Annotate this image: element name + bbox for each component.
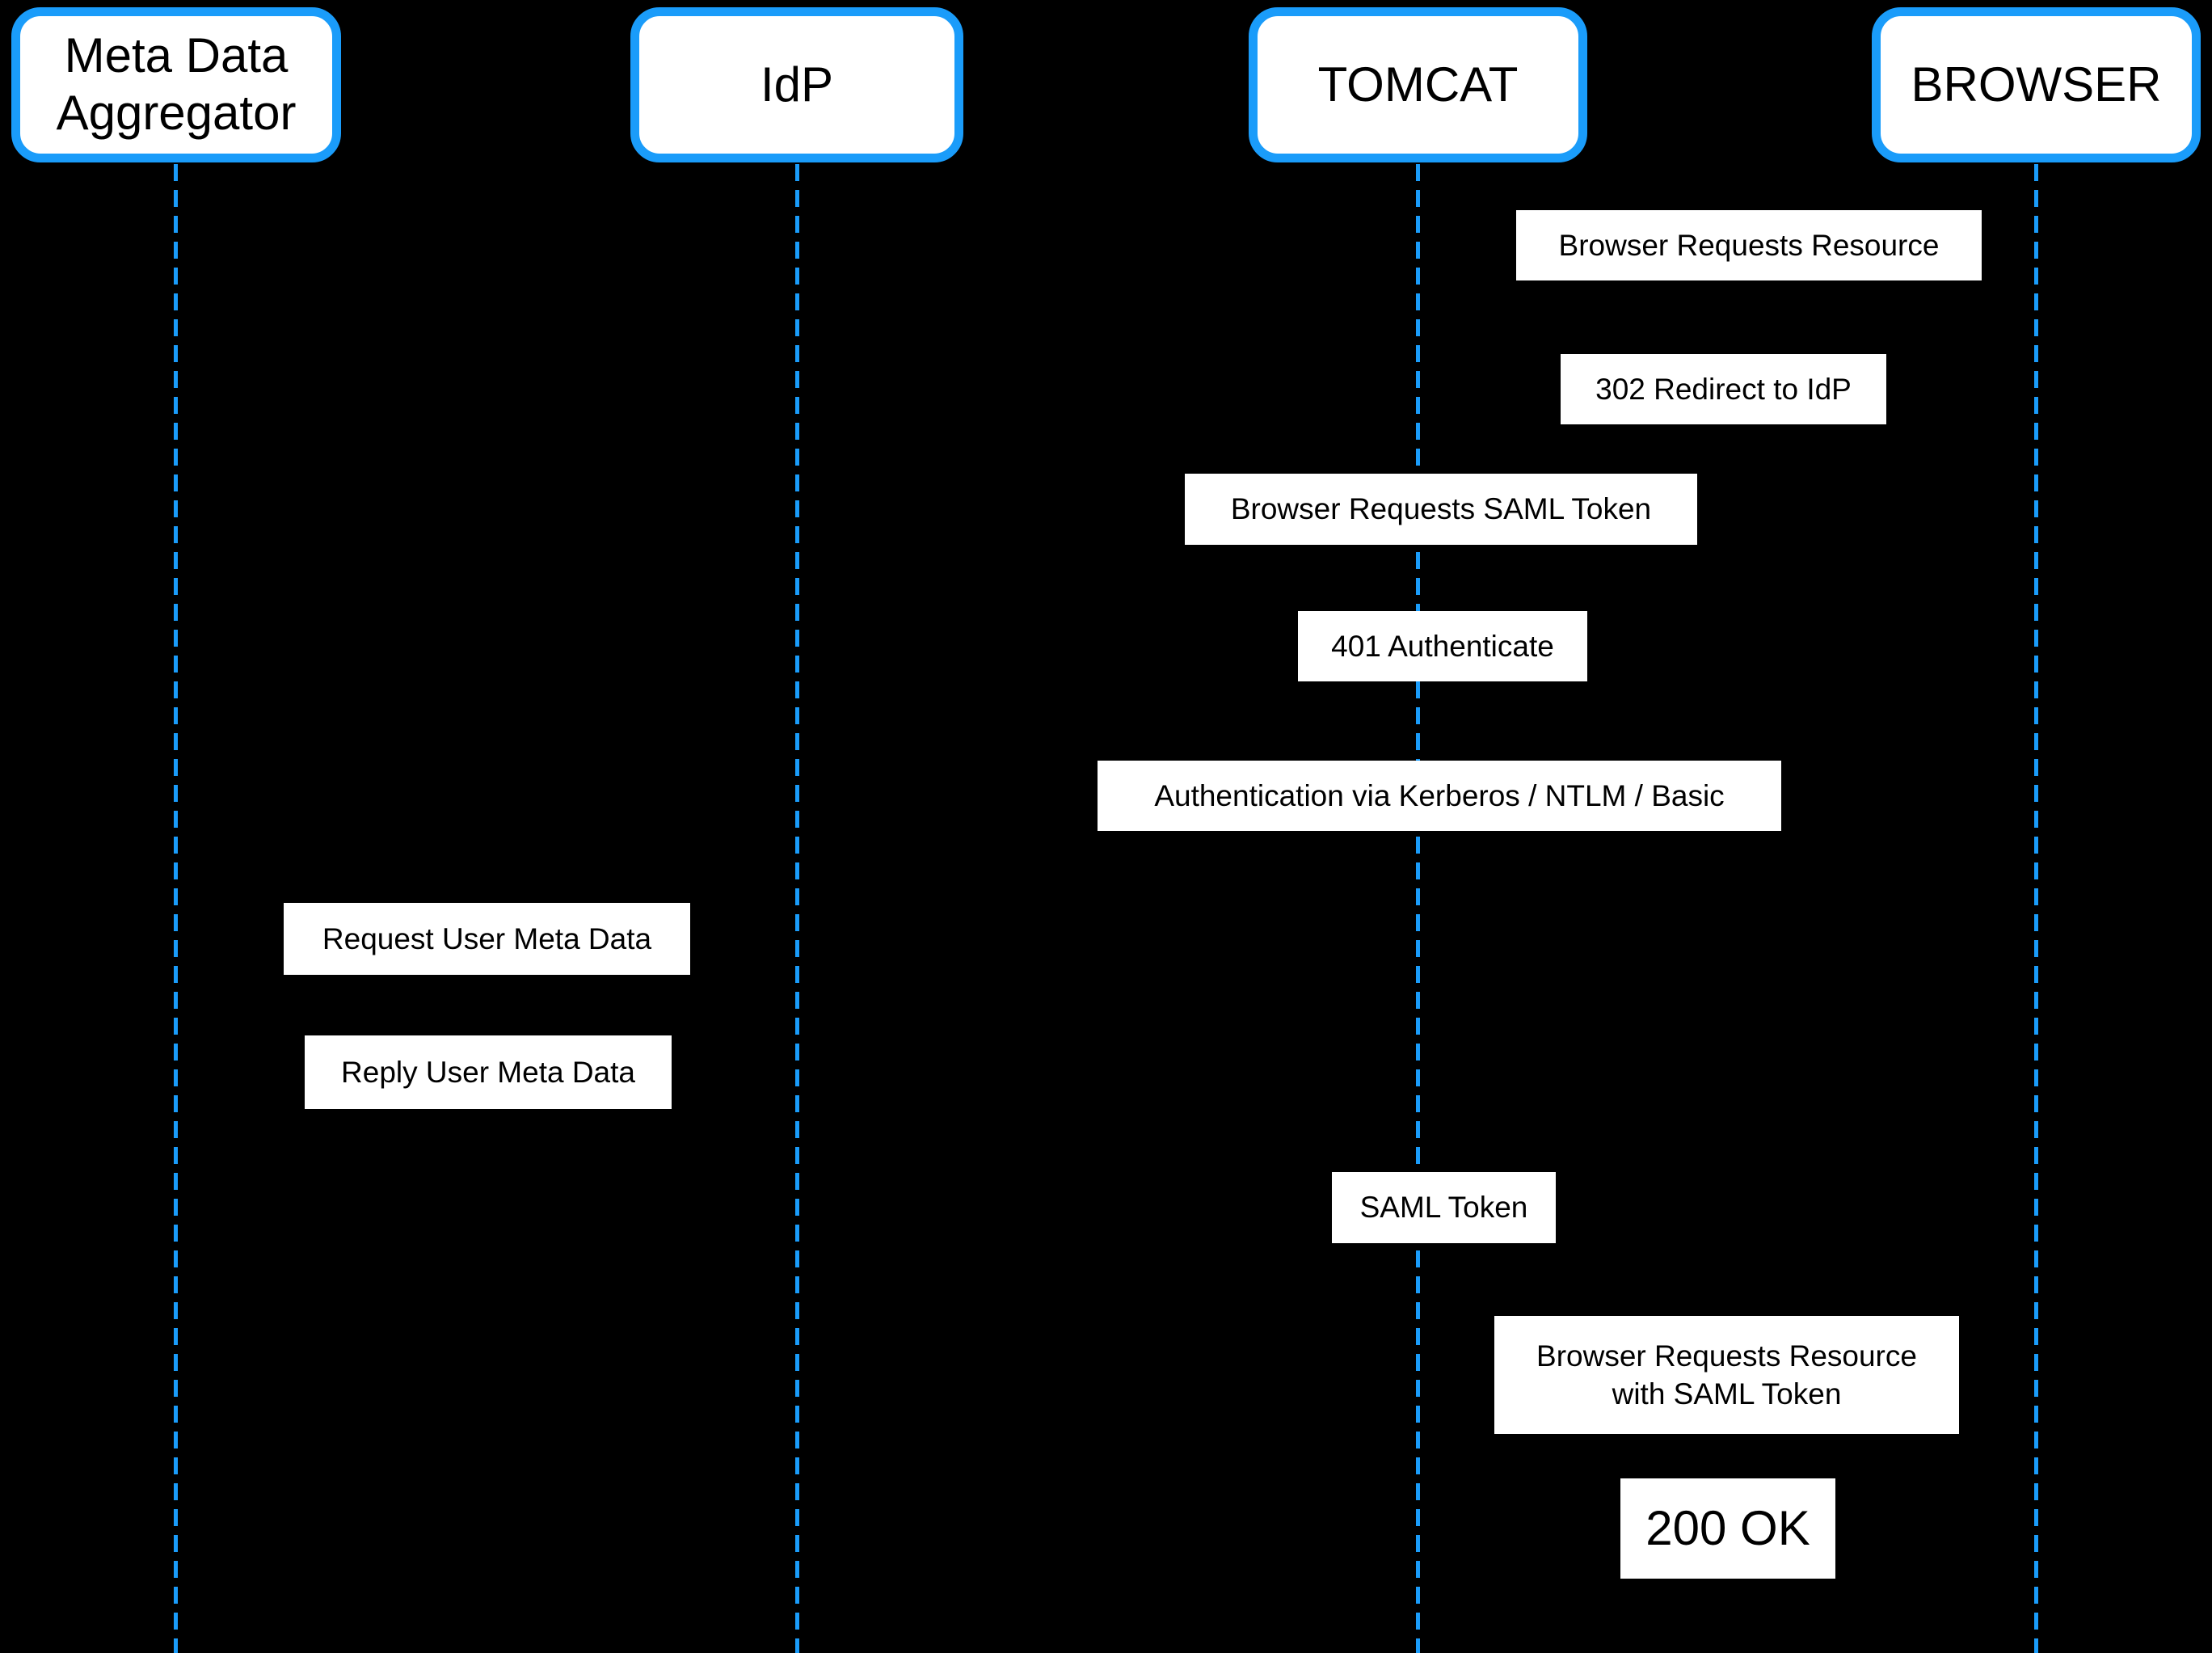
actor-box-browser: BROWSER <box>1872 7 2201 162</box>
message-text: Browser Requests Resource <box>1558 228 1940 262</box>
message-text: Request User Meta Data <box>322 921 652 955</box>
lifeline-browser <box>2034 164 2038 1653</box>
message-label-browser-requests-resource: Browser Requests Resource <box>1516 210 1982 280</box>
actor-label: Meta Data Aggregator <box>56 28 297 140</box>
message-label-request-user-meta-data: Request User Meta Data <box>284 903 690 975</box>
message-text: SAML Token <box>1359 1191 1528 1225</box>
message-label-saml-token: SAML Token <box>1332 1172 1556 1243</box>
message-text: 200 OK <box>1645 1500 1810 1555</box>
message-label-browser-requests-resource-with-saml-token: Browser Requests Resource with SAML Toke… <box>1494 1316 1959 1434</box>
actor-label: IdP <box>760 57 834 112</box>
message-text: Authentication via Kerberos / NTLM / Bas… <box>1154 778 1725 812</box>
actor-box-meta-data-aggregator: Meta Data Aggregator <box>11 7 341 162</box>
message-label-200-ok: 200 OK <box>1620 1478 1835 1579</box>
message-text: Browser Requests SAML Token <box>1230 492 1652 526</box>
lifeline-tomcat <box>1416 164 1420 1653</box>
lifeline-meta-data-aggregator <box>174 164 178 1653</box>
actor-box-idp: IdP <box>630 7 963 162</box>
message-text: 401 Authenticate <box>1331 629 1554 663</box>
actor-label: BROWSER <box>1911 57 2162 112</box>
message-text: Browser Requests Resource with SAML Toke… <box>1536 1339 1917 1411</box>
message-label-authentication-via-kerberos-ntlm-basic: Authentication via Kerberos / NTLM / Bas… <box>1098 761 1781 831</box>
message-text: 302 Redirect to IdP <box>1595 372 1852 406</box>
message-label-reply-user-meta-data: Reply User Meta Data <box>305 1035 672 1109</box>
actor-box-tomcat: TOMCAT <box>1249 7 1587 162</box>
lifeline-idp <box>795 164 799 1653</box>
message-text: Reply User Meta Data <box>341 1055 635 1089</box>
message-label-401-authenticate: 401 Authenticate <box>1298 611 1587 681</box>
message-label-302-redirect-to-idp: 302 Redirect to IdP <box>1561 354 1886 424</box>
actor-label: TOMCAT <box>1317 57 1519 112</box>
message-label-browser-requests-saml-token: Browser Requests SAML Token <box>1185 474 1697 545</box>
